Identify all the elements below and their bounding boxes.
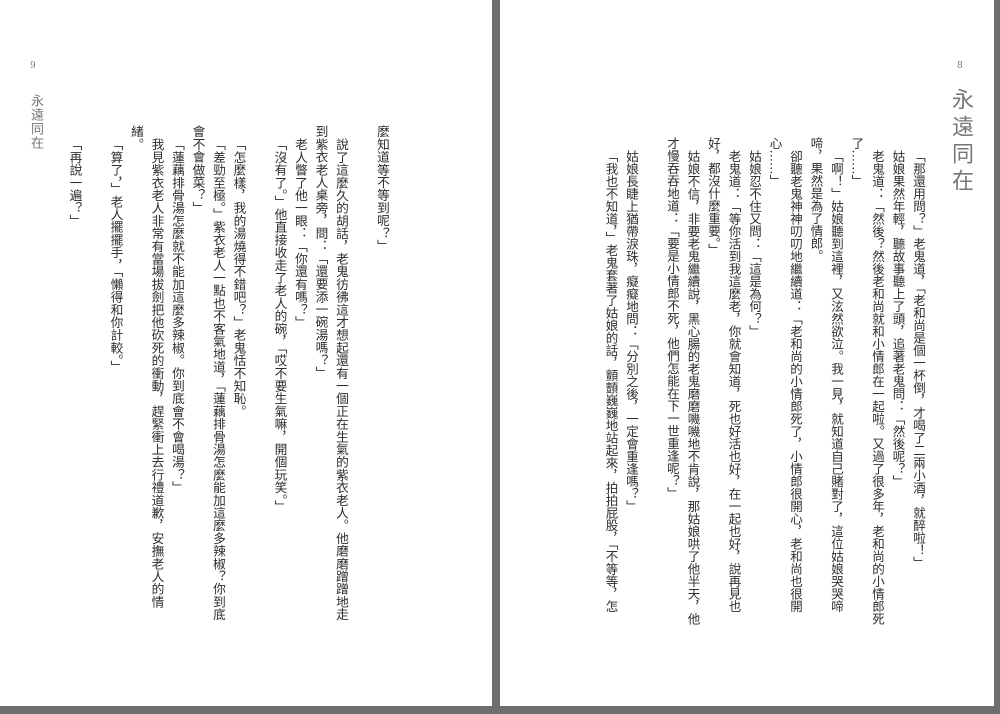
page-body-text: 「那還用問？」老鬼道，「老和尚是個一杯倒，才喝了二兩小酒，就醉啦！」 姑娘果然年… (600, 137, 928, 627)
page-body-text: 麼知道等不等到呢？」 說了這麼久的胡話，老鬼彷彿這才想起還有一個正在生氣的紫衣老… (64, 125, 392, 622)
chapter-title: 永遠同在 (948, 88, 973, 196)
paragraph: 「再說一遍？」 (67, 137, 83, 227)
paragraph: 「那還用問？」老鬼道，「老和尚是個一杯倒，才喝了二兩小酒，就醉啦！」 (911, 149, 926, 569)
paragraph: 「怎麼樣，我的湯燒得不錯吧？」老鬼恬不知恥。 (231, 137, 247, 418)
paragraph: 「蓮藕排骨湯怎麼就不能加這麼多辣椒。你到底會不會喝湯？」 (170, 137, 185, 494)
paragraph: 「沒有了。」他直接收走了老人的碗，「哎不要生氣嘛，開個玩笑。」 (272, 137, 288, 513)
paragraph: 老人瞥了他一眼：「你還有嗎？」 (293, 137, 308, 329)
page-number: 8 (957, 61, 963, 71)
paragraph: 「算了，」老人擺擺手，「懶得和你計較。」 (108, 137, 124, 373)
paragraph: 「啊！」姑娘聽到這裡，又泫然欲泣。我一見，就知道自己賭對了，這位姑娘哭哭啼啼，果… (808, 137, 845, 612)
paragraph: 姑娘不信，非要老鬼繼續說，黑心腸的老鬼磨磨嘰嘰地不肯說，那姑娘哄了他半天，他才慢… (665, 137, 701, 625)
right-page: 8 永遠同在 「那還用問？」老鬼道，「老和尚是個一杯倒，才喝了二兩小酒，就醉啦！… (500, 0, 994, 706)
paragraph: 老鬼道：「然後？然後老和尚就和小情郎在一起啦。又過了很多年，老和尚的小情郎死了…… (849, 137, 886, 625)
paragraph: 老鬼道：「等你活到我這麼老，你就會知道，死也好活也好，在一起也好，說再見也好，都… (706, 137, 742, 612)
page-number: 9 (30, 61, 36, 71)
paragraph: 「差勁至極。」紫衣老人一點也不客氣地道，「蓮藕排骨湯怎麼能加這麼多辣椒？你到底會… (190, 125, 227, 621)
paragraph: 姑娘忍不住又問：「這是為何？」 (747, 149, 762, 338)
paragraph: 姑娘果然年輕，聽故事聽上了頭，追著老鬼問：「然後呢？」 (890, 149, 906, 488)
left-page: 9 永遠同在 麼知道等不等到呢？」 說了這麼久的胡話，老鬼彷彿這才想起還有一個正… (0, 0, 492, 706)
paragraph: 我見紫衣老人非常有當場拔劍把他砍死的衝動，趕緊衝上去行禮道歉，安撫老人的情緒。 (129, 125, 165, 608)
paragraph: 姑娘長睫上猶帶淚珠，癡癡地問：「分別之後，一定會重逢嗎？」 (624, 149, 639, 513)
paragraph: 卻聽老鬼神神叨叨地繼續道：「老和尚的小情郎死了，小情郎很開心，老和尚也很開心……… (767, 137, 804, 612)
paragraph: 「我也不知道，」老鬼套著了姑娘的話，顫顫巍巍地站起來，拍拍屁股，「不等等，怎 (603, 149, 619, 613)
paragraph: 說了這麼久的胡話，老鬼彷彿這才想起還有一個正在生氣的紫衣老人。他磨磨蹭蹭地走到紫… (313, 125, 350, 621)
paragraph: 麼知道等不等到呢？」 (375, 125, 390, 252)
running-title: 永遠同在 (28, 94, 43, 150)
